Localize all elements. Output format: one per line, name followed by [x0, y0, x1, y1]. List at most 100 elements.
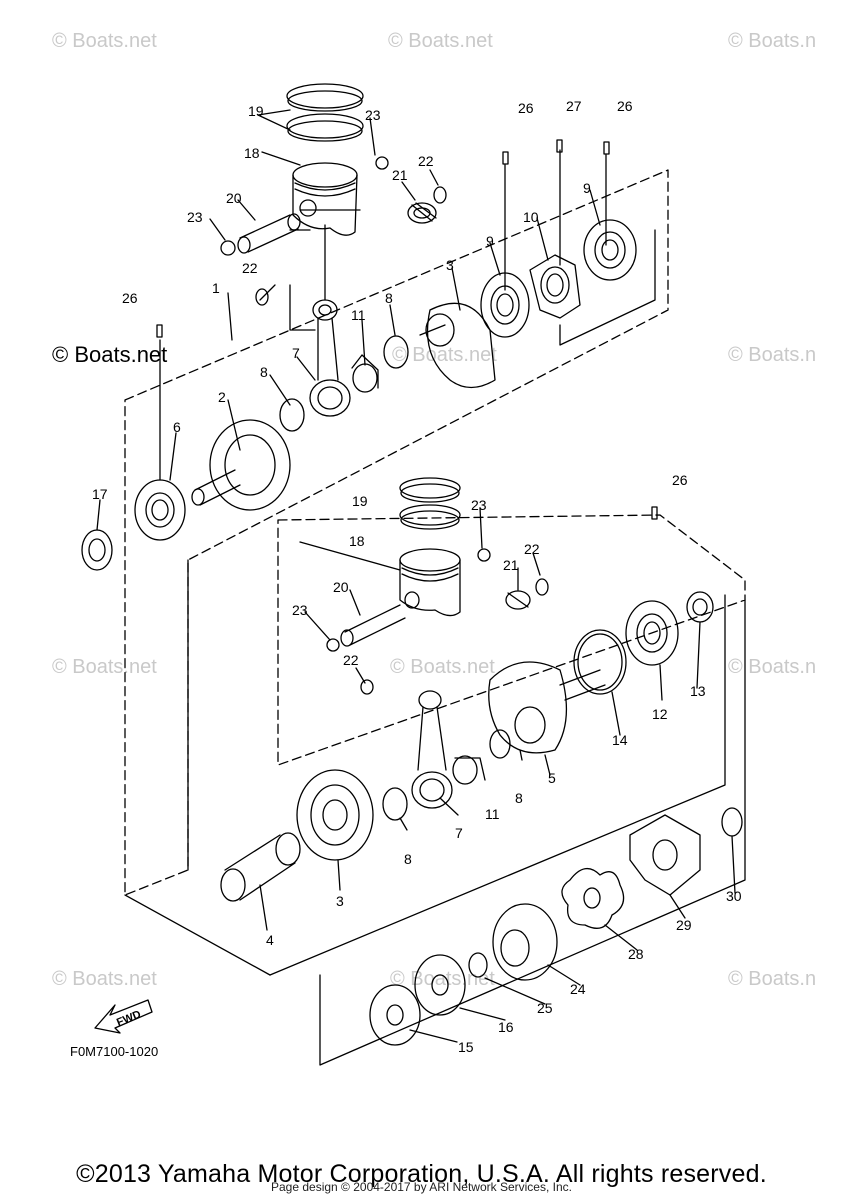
callout-28: 28 [628, 946, 644, 962]
copyright-notice: ©2013 Yamaha Motor Corporation, U.S.A. A… [76, 1160, 767, 1188]
o-ring-25 [468, 952, 488, 978]
connecting-rod-7-lower [411, 690, 453, 809]
dowel-pin-26 [156, 324, 163, 338]
callout-18: 18 [349, 533, 365, 549]
clip-23 [375, 156, 389, 170]
callout-24: 24 [570, 981, 586, 997]
callout-13: 13 [690, 683, 706, 699]
callout-8: 8 [260, 364, 268, 380]
callout-29: 29 [676, 917, 692, 933]
clip-23 [326, 638, 340, 652]
callout-14: 14 [612, 732, 628, 748]
bearing-12 [625, 600, 679, 666]
callout-5: 5 [548, 770, 556, 786]
washer-22 [255, 288, 269, 306]
callout-22: 22 [524, 541, 540, 557]
bearing-9-upper [480, 272, 530, 338]
callout-1: 1 [212, 280, 220, 296]
piston-ring-19-upper [286, 83, 364, 142]
callout-27: 27 [566, 98, 582, 114]
piston-ring-19-lower [399, 477, 461, 530]
watermark: © Boats.net [52, 968, 157, 990]
crank-web-3-lower [296, 769, 374, 861]
figure-code: F0M7100-1020 [70, 1044, 159, 1059]
piston-18-lower [399, 548, 461, 617]
callout-10: 10 [523, 209, 539, 225]
callout-19: 19 [352, 493, 368, 509]
solid-step-upper [559, 229, 656, 346]
needle-bearing-21-upper [407, 202, 437, 224]
callout-3: 3 [336, 893, 344, 909]
callout-23: 23 [365, 107, 381, 123]
piston-pin-20-upper [237, 213, 301, 254]
bearing-9-upper-right [583, 219, 637, 281]
coupling-24 [492, 903, 558, 981]
callout-6: 6 [173, 419, 181, 435]
piston-pin-20-lower [340, 604, 406, 647]
callout-25: 25 [537, 1000, 553, 1016]
watermark: © Boats.net [388, 30, 493, 52]
callout-2: 2 [218, 389, 226, 405]
callout-3: 3 [446, 257, 454, 273]
callout-8: 8 [515, 790, 523, 806]
lower-group-frame [269, 594, 746, 1066]
callout-4: 4 [266, 932, 274, 948]
crank-half-2 [191, 419, 291, 511]
clip-23 [477, 548, 491, 562]
callout-7: 7 [455, 825, 463, 841]
callout-26: 26 [518, 100, 534, 116]
bushing-13 [686, 591, 714, 623]
watermark: © Boats.net [52, 30, 157, 52]
upper-group-solid-frame [124, 559, 271, 976]
watermark: © Boats.net [392, 344, 497, 366]
upper-group-outline [124, 169, 669, 896]
washer-22 [535, 578, 549, 596]
plate-16 [414, 954, 466, 1016]
watermark: © Boats.net [52, 656, 157, 678]
needle-bearing-21-lower [505, 590, 531, 610]
washer-30 [721, 807, 743, 837]
snap-ring-14 [573, 629, 627, 695]
callout-26: 26 [672, 472, 688, 488]
dowel-pin-27 [556, 139, 563, 153]
callout-23: 23 [292, 602, 308, 618]
dowel-pin-26 [651, 506, 658, 520]
coupling-29 [629, 814, 701, 896]
crank-web-5 [488, 661, 606, 754]
watermark: © Boats.n [728, 656, 817, 678]
callout-22: 22 [418, 153, 434, 169]
callout-8: 8 [404, 851, 412, 867]
washer-22 [433, 186, 447, 204]
callout-11: 11 [485, 806, 500, 822]
callout-23: 23 [187, 209, 203, 225]
callout-16: 16 [498, 1019, 514, 1035]
watermark-prominent: © Boats.net [52, 342, 168, 367]
callout-12: 12 [652, 706, 668, 722]
callout-7: 7 [292, 345, 300, 361]
callout-26: 26 [122, 290, 138, 306]
callout-17: 17 [92, 486, 108, 502]
page-design-credit: Page design © 2004-2017 by ARI Network S… [270, 1180, 572, 1194]
part-10-upper [529, 254, 581, 319]
seal-8 [383, 335, 409, 369]
callout-23: 23 [471, 497, 487, 513]
damper-28 [561, 868, 625, 929]
callout-18: 18 [244, 145, 260, 161]
callout-22: 22 [242, 260, 258, 276]
callout-8: 8 [385, 290, 393, 306]
callout-20: 20 [333, 579, 349, 595]
watermark: © Boats.n [728, 30, 817, 52]
callout-21: 21 [392, 167, 408, 183]
connecting-rod-7-upper [309, 299, 351, 417]
seal-8 [382, 787, 408, 821]
callout-15: 15 [458, 1039, 474, 1055]
shaft-4 [220, 832, 301, 902]
lower-group-outline [277, 514, 746, 766]
callout-19: 19 [248, 103, 264, 119]
callout-26: 26 [617, 98, 633, 114]
callout-30: 30 [726, 888, 742, 904]
watermark: © Boats.n [728, 968, 817, 990]
oil-seal-17 [81, 529, 113, 571]
callout-22: 22 [343, 652, 359, 668]
